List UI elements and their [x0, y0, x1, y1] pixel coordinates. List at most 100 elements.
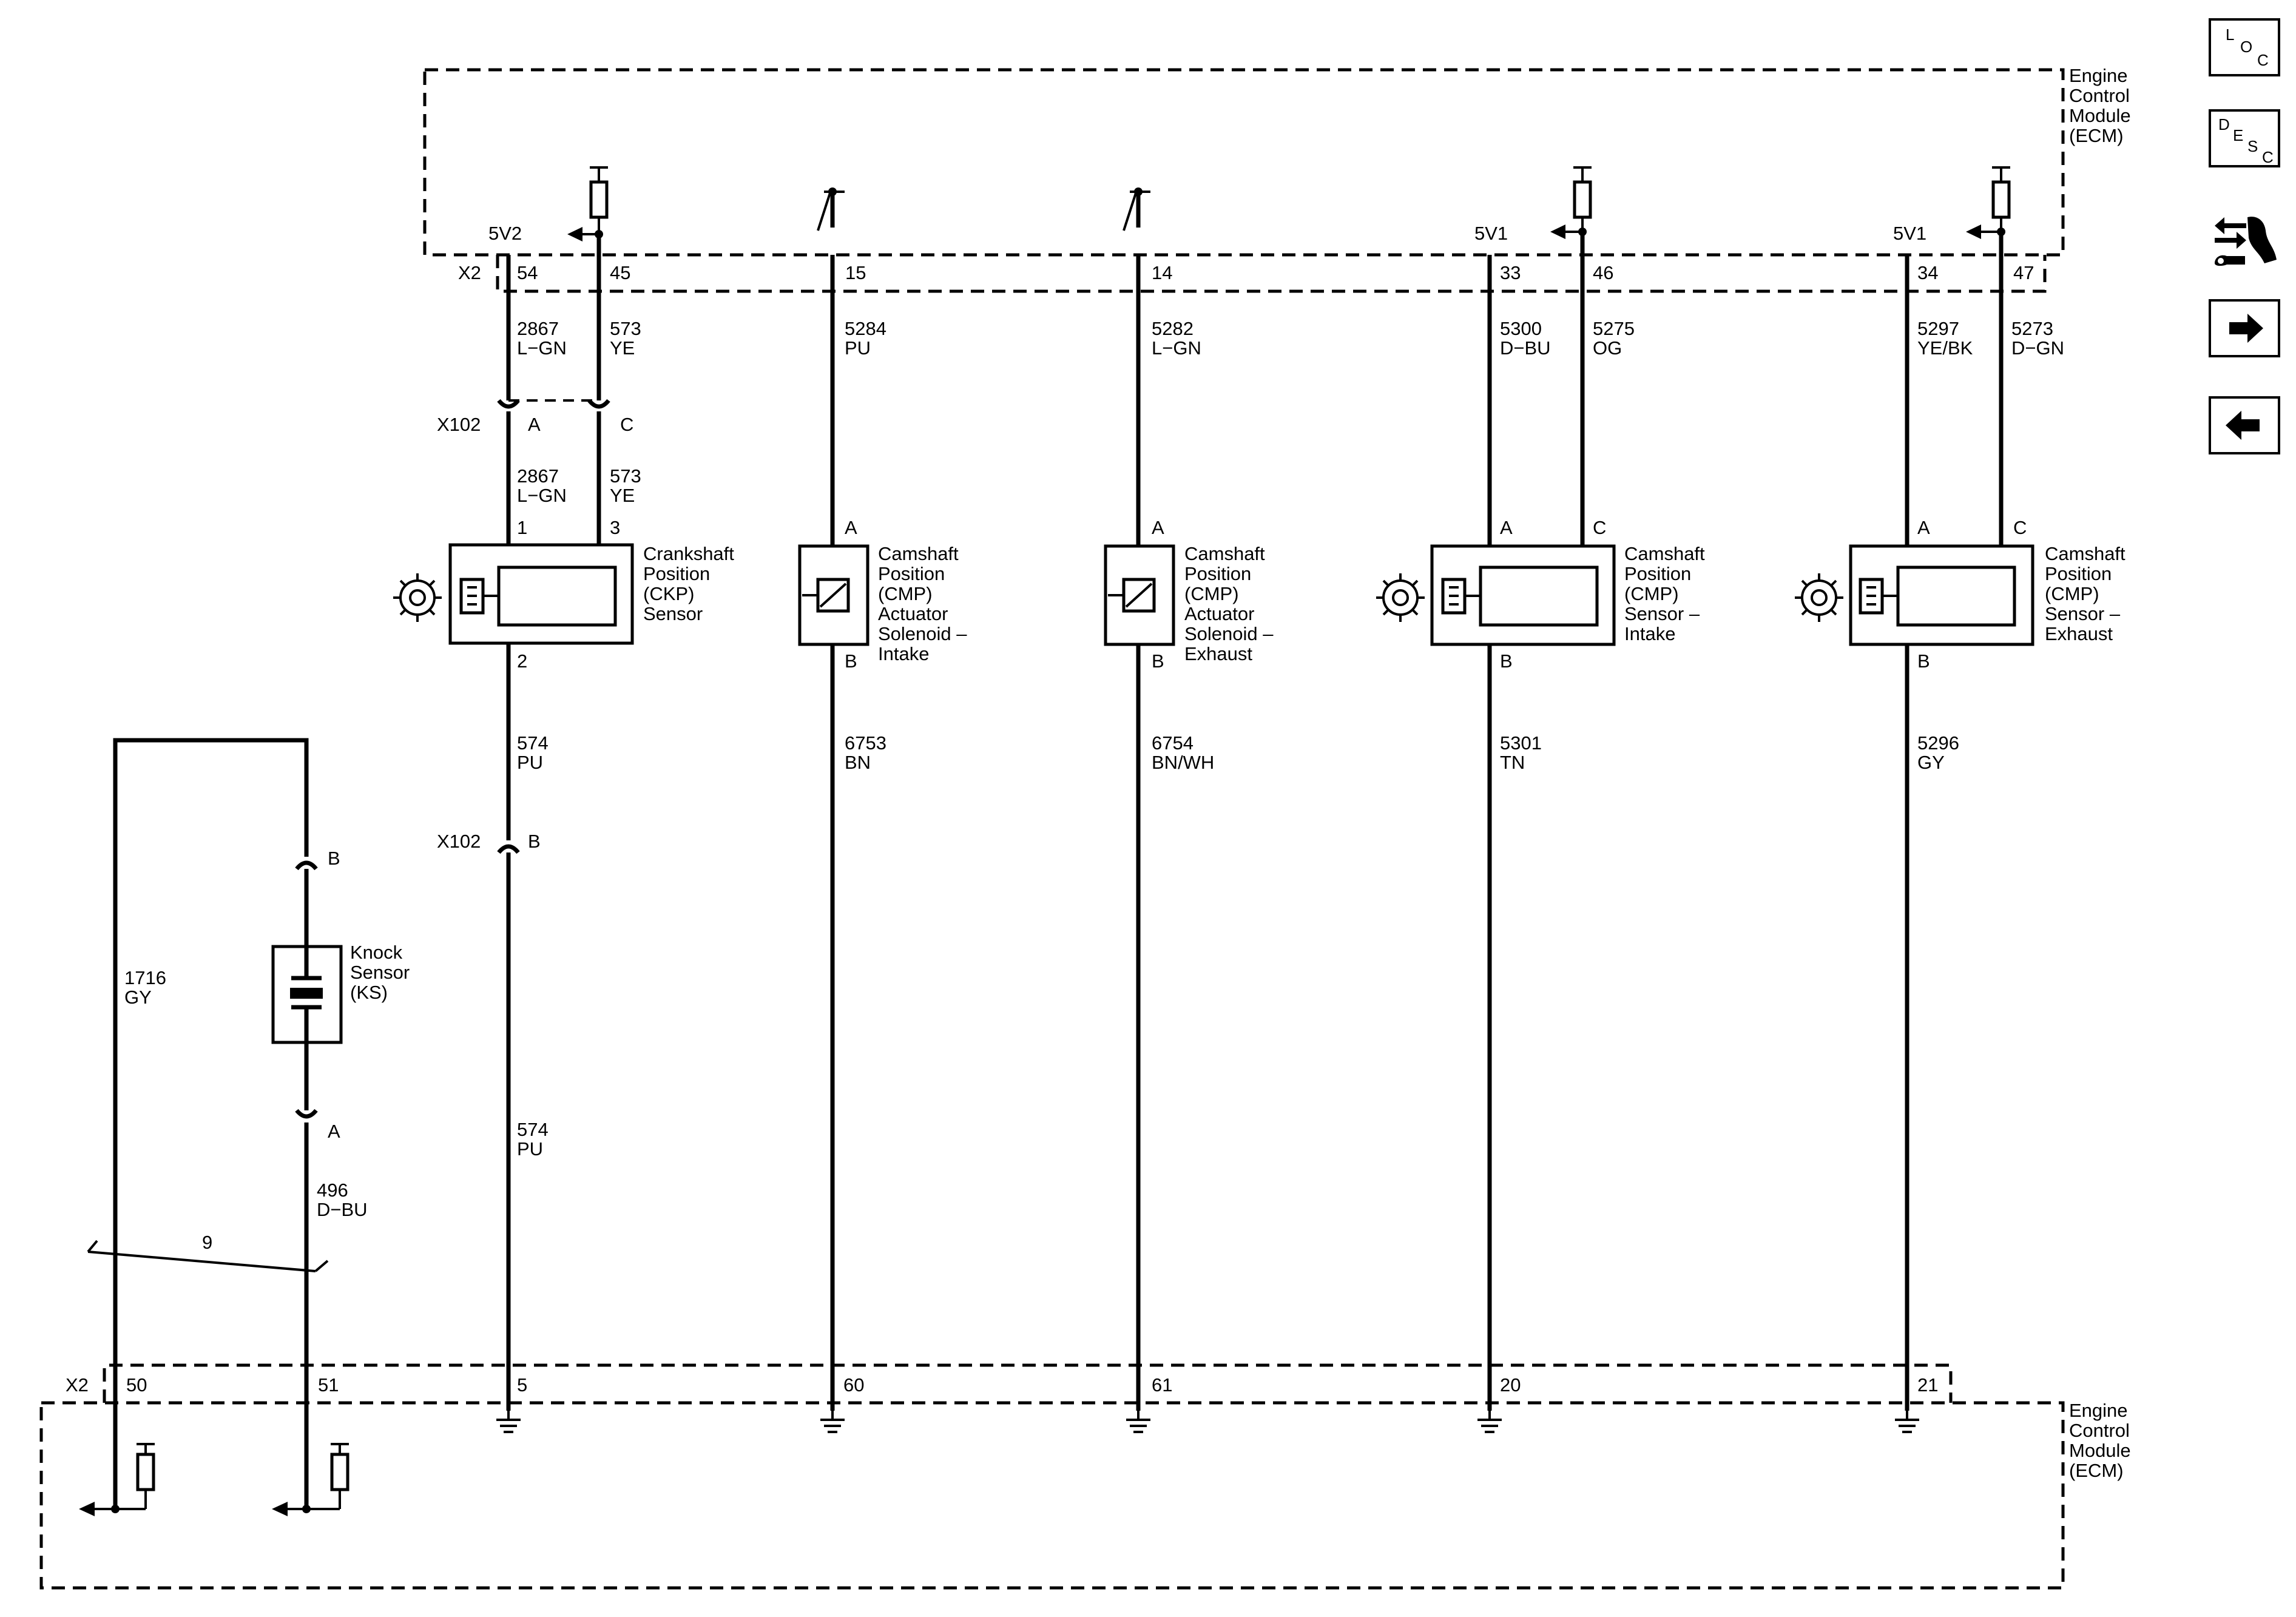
- svg-text:B: B: [845, 650, 857, 672]
- x102-connector-b: X102 B: [437, 831, 541, 873]
- desc-button[interactable]: D E S C: [2209, 109, 2280, 167]
- ckp-sensor: 1 3 2 Crankshaft Position (CKP) Sensor: [448, 517, 740, 672]
- arrow-left-icon: [2226, 411, 2260, 440]
- ecm-label-bottom: Engine Control Module (ECM): [2069, 1400, 2136, 1481]
- ks-input-50: [79, 1443, 155, 1516]
- ground-symbols: [496, 1411, 1919, 1433]
- svg-text:B: B: [328, 848, 340, 869]
- svg-text:Knock Sensor (KS): Knock Sensor (KS): [350, 942, 415, 1003]
- ks-connector-b: B: [295, 848, 340, 883]
- pin-33: 33: [1500, 262, 1521, 283]
- gear-icon: [393, 573, 442, 622]
- svg-text:B: B: [1152, 650, 1164, 672]
- svg-text:Camshaft Position: Camshaft Position (CMP) Sensor – Intake: [1624, 543, 1710, 644]
- svg-text:X102: X102: [437, 414, 481, 435]
- pin-21: 21: [1917, 1374, 1938, 1396]
- svg-text:Crankshaft Position: Crankshaft Position (CKP) Sensor: [643, 543, 740, 624]
- pin-5: 5: [517, 1374, 527, 1396]
- pullup-resistor-47: [1991, 166, 2011, 236]
- pin-34: 34: [1917, 262, 1938, 283]
- pin-15: 15: [845, 262, 866, 283]
- ref-arrow-5v2: [567, 227, 582, 241]
- x2-top-label: X2: [458, 262, 481, 283]
- gear-icon: [1795, 573, 1843, 622]
- svg-text:Camshaft Position: Camshaft Position (CMP) Sensor – Exhaust: [2045, 543, 2130, 644]
- pin-46: 46: [1593, 262, 1613, 283]
- svg-text:B: B: [1500, 650, 1513, 672]
- connector-wrench-icon: [2215, 217, 2277, 266]
- connector-wrench-icon[interactable]: [2209, 200, 2280, 279]
- svg-text:A: A: [1917, 517, 1930, 538]
- pin-60: 60: [843, 1374, 864, 1396]
- ks-input-51: [272, 1443, 349, 1516]
- cmp-actuator-intake: A B Camshaft Position (CMP) Actuator Sol…: [798, 517, 972, 672]
- cmp-sensor-intake: A C B Camshaft Position (CMP) Sensor – I…: [1430, 517, 1710, 672]
- pin-47: 47: [2013, 262, 2034, 283]
- previous-page-button[interactable]: [2209, 396, 2280, 454]
- svg-text:1: 1: [517, 517, 527, 538]
- loc-button[interactable]: L O C: [2209, 18, 2280, 76]
- svg-text:A: A: [528, 414, 541, 435]
- svg-text:X102: X102: [437, 831, 481, 852]
- pin-50: 50: [126, 1374, 147, 1396]
- ref-5v2: 5V2: [488, 223, 522, 244]
- x2-bottom-label: X2: [66, 1374, 89, 1396]
- svg-text:C: C: [620, 414, 633, 435]
- knock-sensor: Knock Sensor (KS): [271, 942, 415, 1044]
- pullup-resistor-45: [589, 166, 609, 238]
- cmp-sensor-exhaust: A C B Camshaft Position (CMP) Sensor – E…: [1849, 517, 2130, 672]
- gear-icon: [1376, 573, 1425, 622]
- next-page-button[interactable]: [2209, 299, 2280, 357]
- svg-text:9: 9: [202, 1232, 212, 1253]
- pin-20: 20: [1500, 1374, 1521, 1396]
- svg-text:A: A: [328, 1121, 340, 1142]
- ref-arrow-5v1-exhaust: [1966, 224, 1981, 239]
- svg-text:A: A: [1500, 517, 1513, 538]
- ref-5v1-intake: 5V1: [1474, 223, 1508, 244]
- svg-text:Camshaft Position: Camshaft Position (CMP) Actuator Solenoi…: [878, 543, 972, 664]
- pullup-resistor-46: [1573, 166, 1592, 236]
- x2-bottom-connector-outline: [103, 1363, 1953, 1403]
- pin-14: 14: [1152, 262, 1172, 283]
- ecm-label-top: Engine Control Module (ECM): [2069, 65, 2136, 146]
- arrow-right-icon: [2229, 314, 2263, 343]
- x2-top-connector-outline: [496, 255, 2047, 293]
- pin-51: 51: [318, 1374, 339, 1396]
- ks-connector-a: A: [295, 1097, 340, 1142]
- svg-text:A: A: [1152, 517, 1164, 538]
- svg-text:C: C: [2013, 517, 2027, 538]
- pin-61: 61: [1152, 1374, 1172, 1396]
- ecm-bottom-box: [39, 1401, 2065, 1590]
- ref-arrow-5v1-intake: [1550, 224, 1565, 239]
- svg-text:B: B: [528, 831, 541, 852]
- ref-5v1-exhaust: 5V1: [1893, 223, 1926, 244]
- svg-text:A: A: [845, 517, 857, 538]
- svg-text:Camshaft Position: Camshaft Position (CMP) Actuator Solenoi…: [1184, 543, 1278, 664]
- twisted-pair-marker: 9: [87, 1232, 329, 1272]
- svg-text:C: C: [1593, 517, 1606, 538]
- x102-connector-ac: X102 A C: [437, 385, 633, 435]
- svg-text:3: 3: [610, 517, 620, 538]
- ecm-top-box: [423, 68, 2065, 257]
- pin-54: 54: [517, 262, 538, 283]
- pin-45: 45: [610, 262, 630, 283]
